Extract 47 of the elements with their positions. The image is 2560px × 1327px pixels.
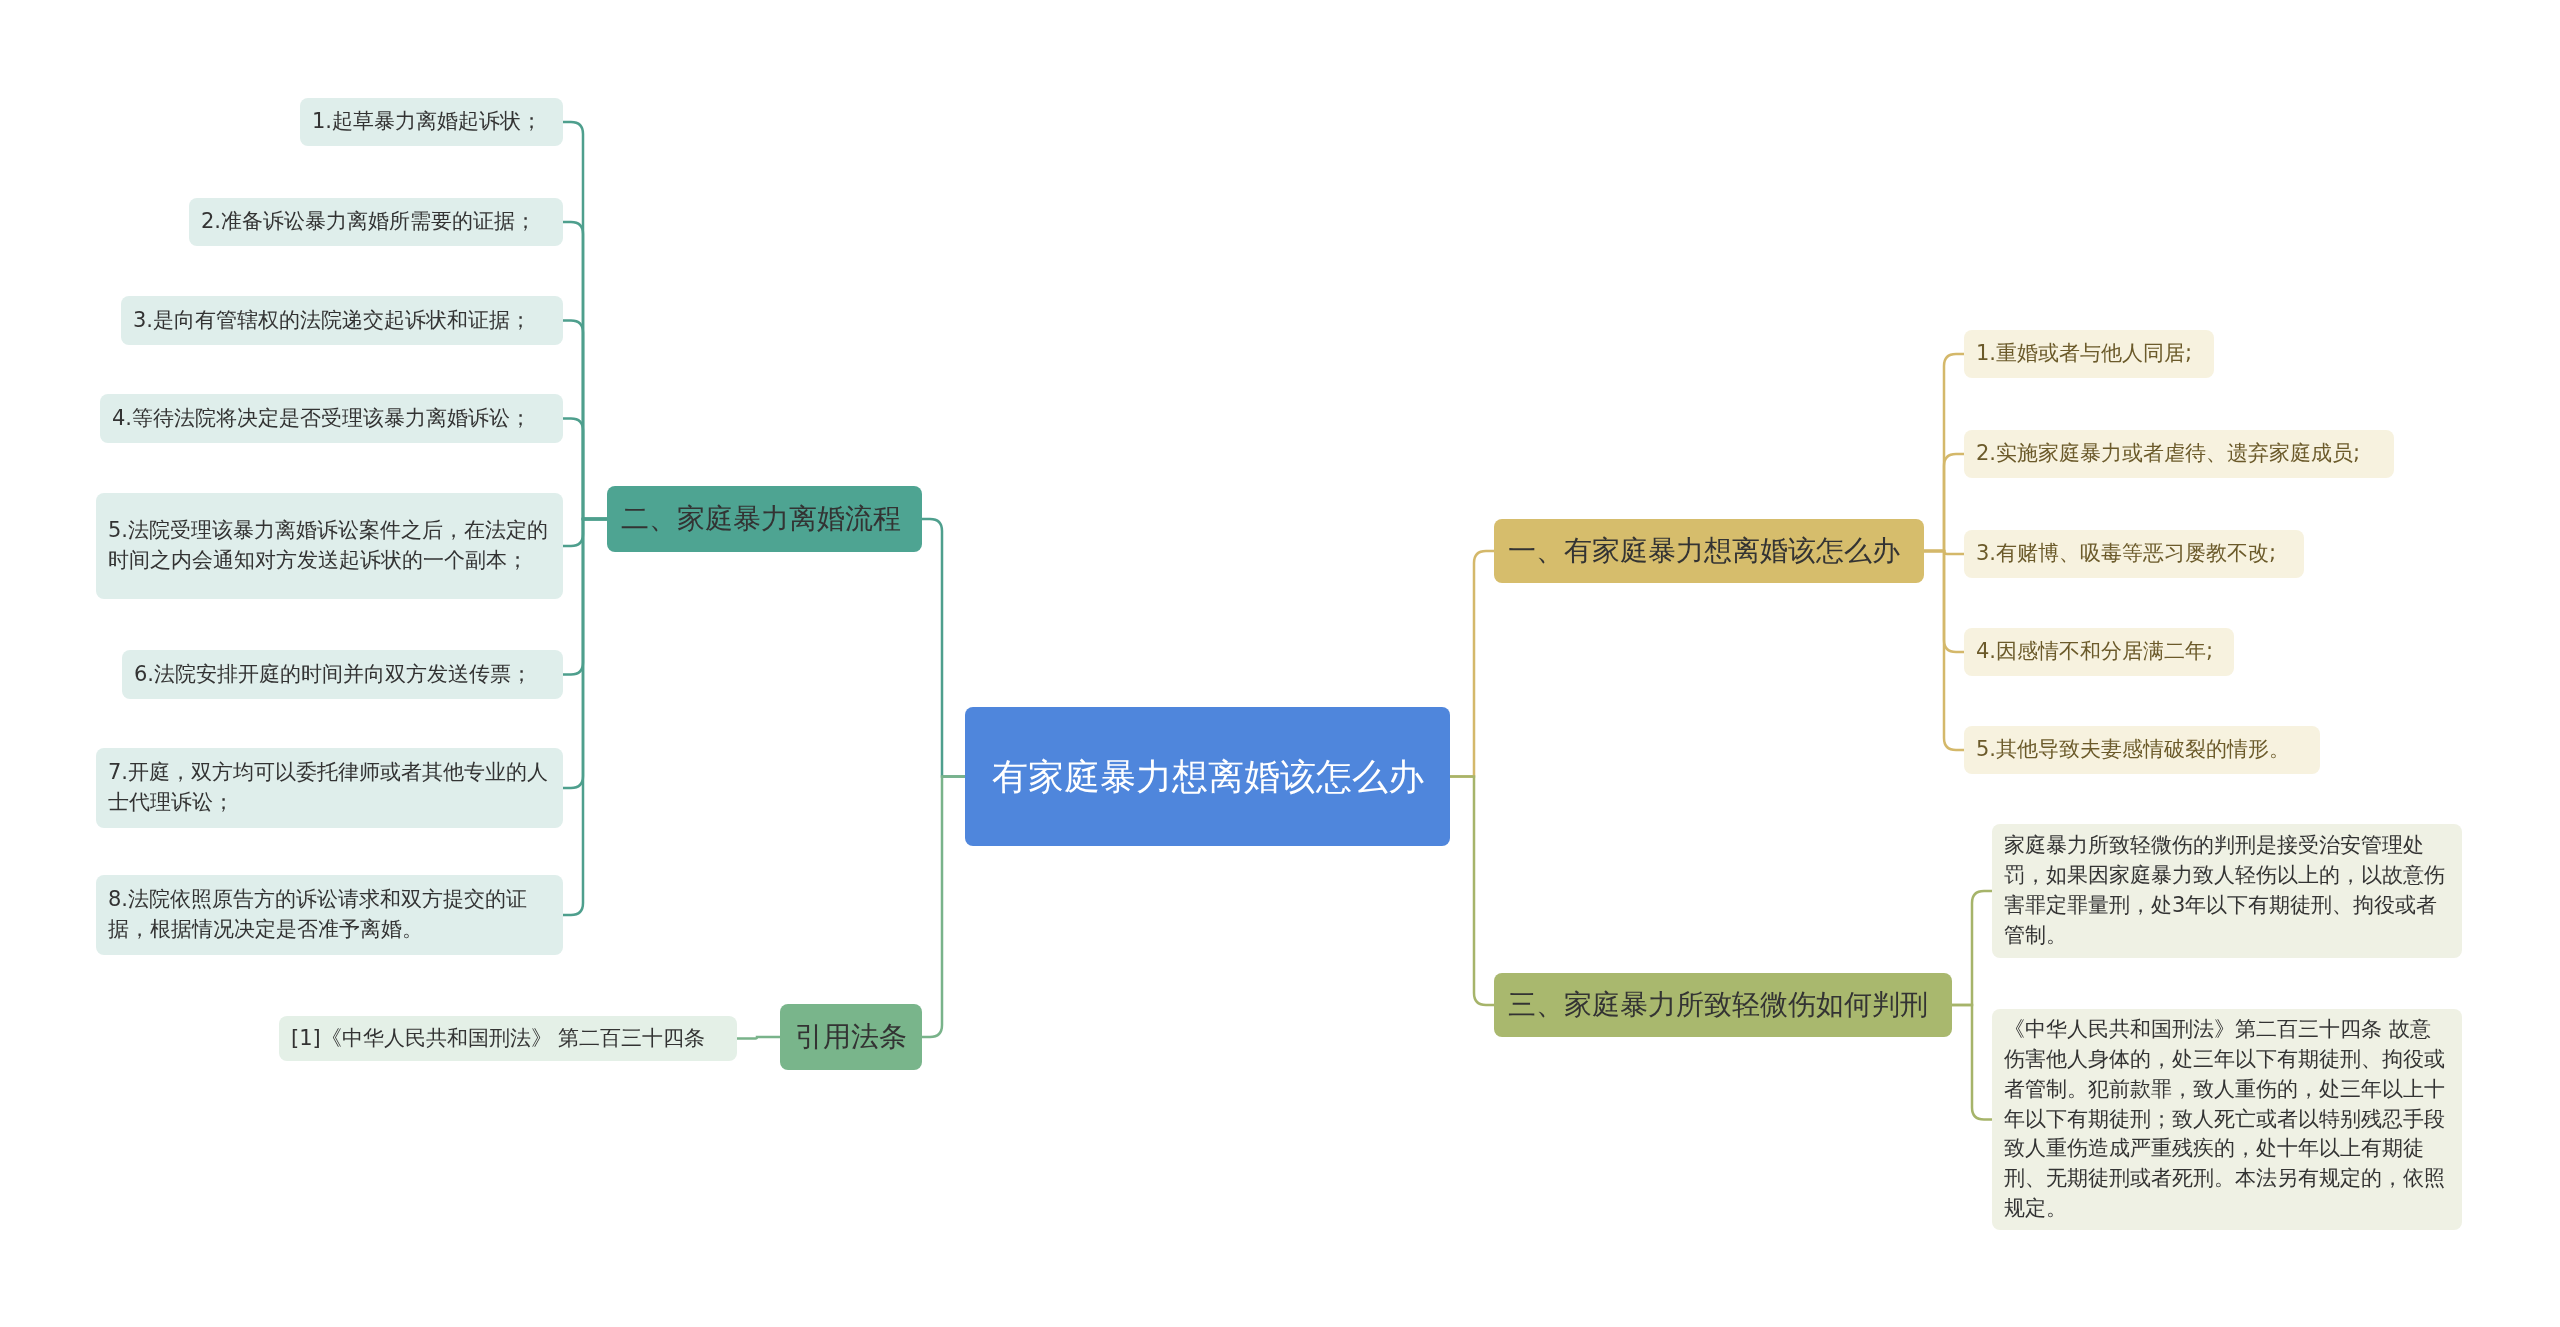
leaf-topic-text: 家庭暴力所致轻微伤的判刑是接受治安管理处罚，如果因家庭暴力致人轻伤以上的，以故意伤害罪定罪量刑，处3年以下有期徒刑、拘役或者管制。 [2004,832,2446,949]
leaf-topic-text: 8.法院依照原告方的诉讼请求和双方提交的证据，根据情况决定是否准予离婚。 [108,886,529,943]
leaf-topic [300,98,563,146]
leaf-topic [1964,330,2214,378]
branch-topic-text: 三、家庭暴力所致轻微伤如何判刑 [1508,987,1928,1024]
leaf-topic [122,650,563,699]
central-topic [965,707,1450,846]
leaf-topic [1964,628,2234,676]
branch-topic-text: 一、有家庭暴力想离婚该怎么办 [1508,533,1900,570]
connector-line [1924,549,1964,752]
leaf-topic-text: 4.因感情不和分居满二年; [1976,638,2214,666]
leaf-topic-text: 6.法院安排开庭的时间并向双方发送传票； [134,660,533,688]
branch-topic-text: 二、家庭暴力离婚流程 [621,501,901,538]
leaf-topic [279,1016,737,1061]
leaf-topic-text: 1.重婚或者与他人同居; [1976,340,2193,368]
leaf-topic-text: 3.是向有管辖权的法院递交起诉状和证据； [133,306,532,334]
leaf-topic-text: 1.起草暴力离婚起诉状； [312,108,543,136]
leaf-topic-text: 7.开庭，双方均可以委托律师或者其他专业的人士代理诉讼； [108,759,550,816]
connector-line [737,1035,780,1040]
leaf-topic-text: 4.等待法院将决定是否受理该暴力离婚诉讼； [112,404,532,432]
leaf-topic-text: 5.法院受理该暴力离婚诉讼案件之后，在法定的时间之内会通知对方发送起诉状的一个副本； [108,517,550,574]
branch-topic [607,486,922,552]
leaf-topic [189,198,563,246]
connector-line [922,775,965,1039]
leaf-topic-text: 2.实施家庭暴力或者虐待、遗弃家庭成员; [1976,440,2361,468]
leaf-topic-text: [1]《中华人民共和国刑法》 第二百三十四条 [291,1024,706,1052]
leaf-topic [96,493,563,599]
leaf-topic [96,875,563,955]
connector-line [563,517,607,917]
branch-topic [1494,519,1924,583]
leaf-topic-text: 《中华人民共和国刑法》第二百三十四条 故意伤害他人身体的，处三年以下有期徒刑、拘役或者管制。犯前款罪，致人重伤的，处三年以上十年以下有期徒刑；致人死亡或者以特别残忍手段致人重伤造成严重残疾的，处十年以上有期徒刑、无期徒刑或者死刑。本法另有规定的，依照规定。 [2004,1016,2446,1223]
leaf-topic [121,296,563,345]
branch-topic-text: 引用法条 [795,1019,907,1056]
leaf-topic [100,394,563,443]
leaf-topic-text: 5.其他导致夫妻感情破裂的情形。 [1976,736,2291,764]
branch-topic [1494,973,1952,1037]
leaf-topic [1964,530,2304,578]
leaf-topic [1964,726,2320,774]
branch-topic [780,1004,922,1070]
connector-line [1450,775,1494,1007]
leaf-topic [1964,430,2394,478]
leaf-topic-text: 3.有赌博、吸毒等恶习屡教不改; [1976,540,2277,568]
central-topic-text: 有家庭暴力想离婚该怎么办 [991,754,1424,799]
leaf-topic [96,748,563,828]
leaf-topic-text: 2.准备诉讼暴力离婚所需要的证据； [201,208,537,236]
connector-line [1952,1003,1992,1121]
leaf-topic [1992,824,2462,958]
